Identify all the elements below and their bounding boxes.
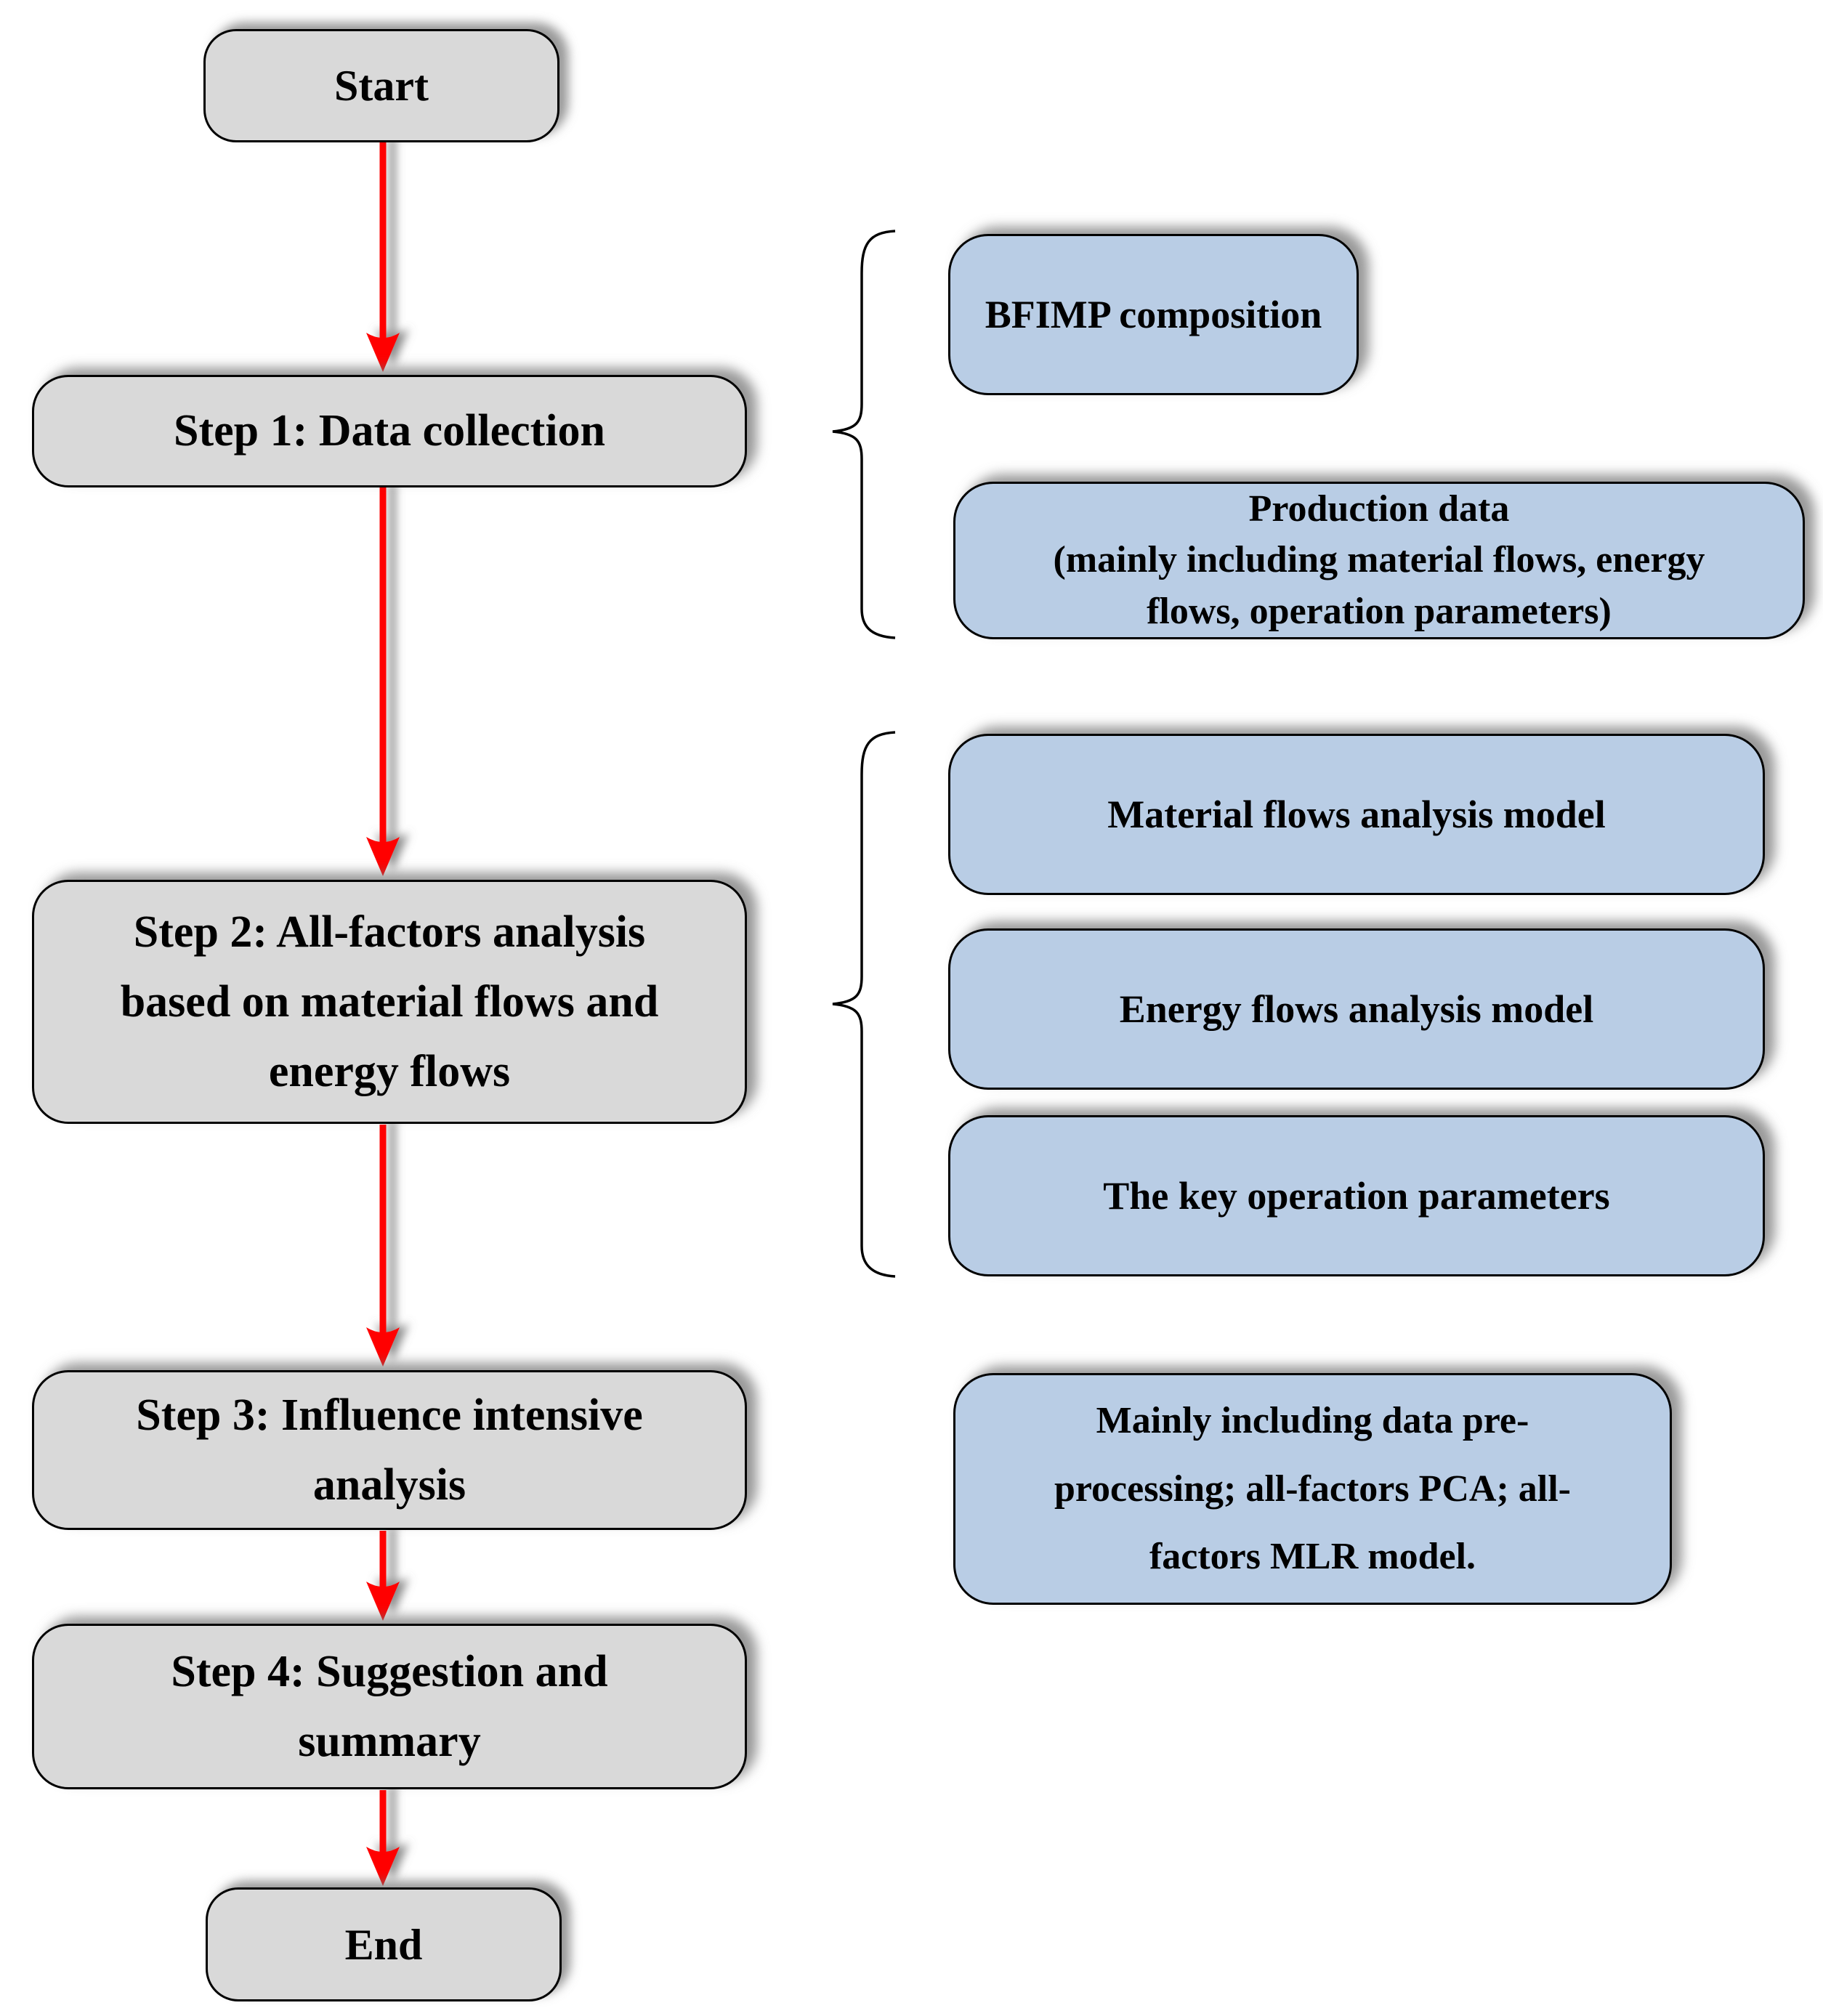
annotation-label: Energy flows analysis model	[1119, 987, 1594, 1031]
annotation-label: BFIMP composition	[985, 292, 1322, 336]
flow-node-step3: Step 3: Influence intensive analysis	[32, 1370, 747, 1530]
annotation-key-operation-parameters: The key operation parameters	[948, 1115, 1765, 1276]
left-curly-brace-icon	[832, 731, 896, 1278]
flow-node-label: Step 2: All-factors analysis based on ma…	[120, 907, 659, 1097]
flow-node-step4: Step 4: Suggestion and summary	[32, 1624, 747, 1789]
flow-node-label: Step 1: Data collection	[173, 406, 606, 456]
arrow-down-icon	[366, 1531, 400, 1621]
flow-node-end: End	[206, 1887, 562, 2001]
arrow-down-icon	[366, 1790, 400, 1886]
arrow-down-icon	[366, 487, 400, 876]
flow-node-label: Step 4: Suggestion and summary	[171, 1646, 608, 1766]
annotation-step3-methods: Mainly including data pre- processing; a…	[953, 1373, 1672, 1605]
annotation-bfimp-composition: BFIMP composition	[948, 234, 1359, 395]
flow-node-label: End	[344, 1920, 423, 1969]
flow-node-step2: Step 2: All-factors analysis based on ma…	[32, 880, 747, 1124]
arrow-down-icon	[366, 1125, 400, 1367]
annotation-material-flows-model: Material flows analysis model	[948, 734, 1765, 895]
flow-node-label: Start	[334, 62, 429, 110]
annotation-label: The key operation parameters	[1103, 1173, 1610, 1218]
flow-node-start: Start	[203, 29, 559, 142]
left-curly-brace-icon	[832, 230, 896, 639]
annotation-energy-flows-model: Energy flows analysis model	[948, 928, 1765, 1090]
annotation-label: Material flows analysis model	[1107, 792, 1606, 836]
flow-node-label: Step 3: Influence intensive analysis	[136, 1390, 643, 1510]
annotation-label: Production data (mainly including materi…	[1053, 488, 1705, 632]
flow-node-step1: Step 1: Data collection	[32, 375, 747, 487]
annotation-label: Mainly including data pre- processing; a…	[1054, 1400, 1571, 1578]
annotation-production-data: Production data (mainly including materi…	[953, 482, 1805, 639]
arrow-down-icon	[366, 142, 400, 372]
